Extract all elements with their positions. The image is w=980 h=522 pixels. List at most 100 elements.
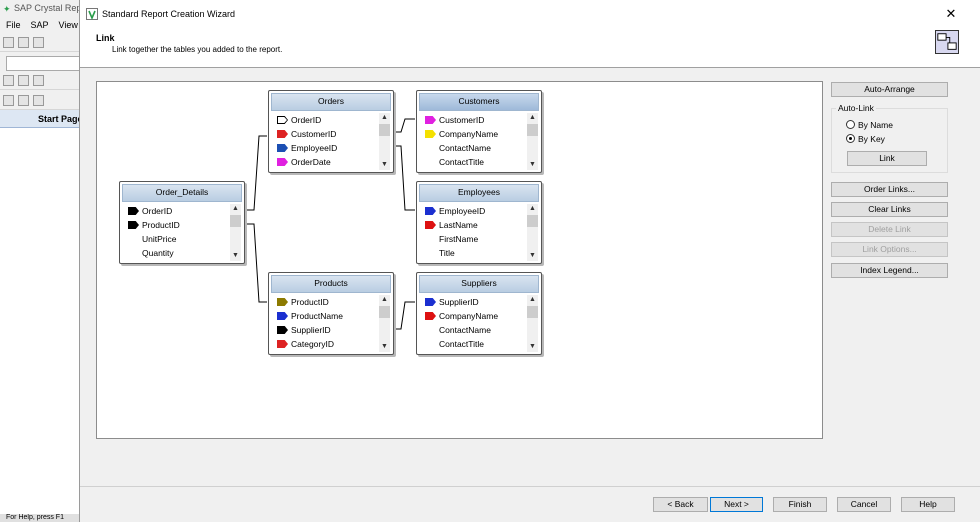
report-icon[interactable] xyxy=(3,95,14,106)
cancel-button[interactable]: Cancel xyxy=(837,497,891,512)
table-order-details[interactable]: Order_Details OrderID ProductID UnitPric… xyxy=(119,181,245,264)
menu-file[interactable]: File xyxy=(6,20,21,30)
table-field[interactable]: UnitPrice xyxy=(142,234,177,244)
chevron-up-icon[interactable]: ▲ xyxy=(232,205,239,212)
table-field[interactable]: LastName xyxy=(417,218,541,232)
field-key-icon xyxy=(277,326,288,334)
help-button[interactable]: Help xyxy=(901,497,955,512)
menu-view[interactable]: View xyxy=(58,20,78,30)
table-field[interactable]: OrderID xyxy=(269,113,393,127)
link-tables-icon xyxy=(935,30,959,54)
table-title: Suppliers xyxy=(419,275,539,293)
chevron-up-icon[interactable]: ▲ xyxy=(529,205,536,212)
app-title: SAP Crystal Reports xyxy=(14,3,80,13)
start-page-tab[interactable]: Start Page xyxy=(0,110,80,128)
text-object-icon[interactable] xyxy=(3,75,14,86)
menu-sap[interactable]: SAP xyxy=(30,20,49,30)
save-icon[interactable] xyxy=(33,37,44,48)
table-scrollbar[interactable]: ▲▼ xyxy=(527,113,538,170)
app-toolbar-3 xyxy=(0,92,80,110)
chevron-up-icon[interactable]: ▲ xyxy=(381,114,388,121)
auto-arrange-button[interactable]: Auto-Arrange xyxy=(831,82,948,97)
chevron-down-icon[interactable]: ▼ xyxy=(381,343,388,350)
by-name-radio[interactable] xyxy=(846,120,855,129)
chevron-up-icon[interactable]: ▲ xyxy=(529,114,536,121)
export-icon[interactable] xyxy=(33,95,44,106)
chevron-down-icon[interactable]: ▼ xyxy=(529,343,536,350)
folder-icon[interactable] xyxy=(18,95,29,106)
finish-button[interactable]: Finish xyxy=(773,497,827,512)
app-toolbar-1 xyxy=(0,34,80,52)
table-field[interactable]: EmployeeID xyxy=(417,204,541,218)
chevron-down-icon[interactable]: ▼ xyxy=(381,161,388,168)
chevron-up-icon[interactable]: ▲ xyxy=(529,296,536,303)
table-field[interactable]: Title xyxy=(439,248,455,258)
table-field[interactable]: ProductName xyxy=(269,309,393,323)
wizard-header: Link Link together the tables you added … xyxy=(80,28,980,68)
table-field[interactable]: ContactName xyxy=(439,325,491,335)
table-field[interactable]: CustomerID xyxy=(417,113,541,127)
field-key-icon xyxy=(277,298,288,306)
link-button[interactable]: Link xyxy=(847,151,927,166)
app-statusbar: For Help, press F1 xyxy=(0,514,80,522)
index-legend-button[interactable]: Index Legend... xyxy=(831,263,948,278)
auto-link-group xyxy=(831,108,948,173)
by-key-radio[interactable] xyxy=(846,134,855,143)
table-field[interactable]: SupplierID xyxy=(417,295,541,309)
table-field[interactable]: ProductID xyxy=(120,218,244,232)
close-icon[interactable]: ✕ xyxy=(945,6,957,21)
table-field[interactable]: SupplierID xyxy=(269,323,393,337)
new-icon[interactable] xyxy=(3,37,14,48)
field-key-icon xyxy=(277,116,288,124)
app-font-combo[interactable] xyxy=(6,56,80,71)
field-icon[interactable] xyxy=(18,75,29,86)
table-field[interactable]: CategoryID xyxy=(269,337,393,351)
table-field[interactable]: CompanyName xyxy=(417,127,541,141)
chevron-down-icon[interactable]: ▼ xyxy=(529,161,536,168)
app-toolbar-2 xyxy=(0,72,80,90)
dialog-title: Standard Report Creation Wizard xyxy=(102,9,236,19)
open-icon[interactable] xyxy=(18,37,29,48)
delete-link-button[interactable]: Delete Link xyxy=(831,222,948,237)
link-options-button[interactable]: Link Options... xyxy=(831,242,948,257)
back-button[interactable]: < Back xyxy=(653,497,708,512)
table-field[interactable]: ContactTitle xyxy=(439,339,485,349)
by-key-label[interactable]: By Key xyxy=(858,134,885,144)
table-field[interactable]: Quantity xyxy=(142,248,174,258)
table-field[interactable]: CompanyName xyxy=(417,309,541,323)
field-key-icon xyxy=(128,207,139,215)
field-key-icon xyxy=(425,207,436,215)
chevron-up-icon[interactable]: ▲ xyxy=(381,296,388,303)
table-field[interactable]: CustomerID xyxy=(269,127,393,141)
link-lines xyxy=(247,118,415,330)
chevron-down-icon[interactable]: ▼ xyxy=(232,252,239,259)
table-scrollbar[interactable]: ▲▼ xyxy=(379,113,390,170)
table-field[interactable]: ContactName xyxy=(439,143,491,153)
table-customers[interactable]: Customers CustomerID CompanyName Contact… xyxy=(416,90,542,173)
field-key-icon xyxy=(425,298,436,306)
table-field[interactable]: ContactTitle xyxy=(439,157,485,167)
summary-icon[interactable] xyxy=(33,75,44,86)
table-title: Order_Details xyxy=(122,184,242,202)
table-suppliers[interactable]: Suppliers SupplierID CompanyName Contact… xyxy=(416,272,542,355)
link-diagram-canvas[interactable]: Orders OrderID CustomerID EmployeeID Ord… xyxy=(96,81,823,439)
table-orders[interactable]: Orders OrderID CustomerID EmployeeID Ord… xyxy=(268,90,394,173)
clear-links-button[interactable]: Clear Links xyxy=(831,202,948,217)
by-name-label[interactable]: By Name xyxy=(858,120,893,130)
chevron-down-icon[interactable]: ▼ xyxy=(529,252,536,259)
footer-divider xyxy=(80,486,980,487)
table-scrollbar[interactable]: ▲▼ xyxy=(527,204,538,261)
table-employees[interactable]: Employees EmployeeID LastName FirstName … xyxy=(416,181,542,264)
order-links-button[interactable]: Order Links... xyxy=(831,182,948,197)
table-field[interactable]: ProductID xyxy=(269,295,393,309)
table-scrollbar[interactable]: ▲▼ xyxy=(527,295,538,352)
table-field[interactable]: FirstName xyxy=(439,234,479,244)
field-key-icon xyxy=(277,340,288,348)
table-scrollbar[interactable]: ▲▼ xyxy=(379,295,390,352)
table-scrollbar[interactable]: ▲▼ xyxy=(230,204,241,261)
table-field[interactable]: OrderID xyxy=(120,204,244,218)
next-button[interactable]: Next > xyxy=(710,497,763,512)
table-field[interactable]: EmployeeID xyxy=(269,141,393,155)
table-field[interactable]: OrderDate xyxy=(269,155,393,169)
table-products[interactable]: Products ProductID ProductName SupplierI… xyxy=(268,272,394,355)
